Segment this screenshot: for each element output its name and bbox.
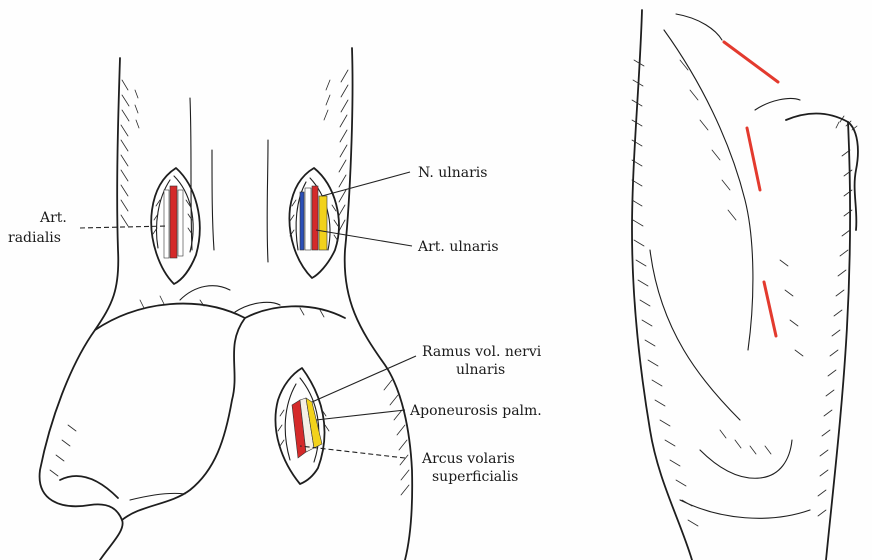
label-arcus-2: superficialis — [432, 469, 518, 485]
thigh-incision-mark-2 — [747, 128, 760, 190]
thigh-drawing — [632, 10, 858, 560]
label-arcus-1: Arcus volaris — [421, 451, 515, 467]
label-ramus-1: Ramus vol. nervi — [422, 344, 542, 360]
label-art-ulnaris: Art. ulnaris — [417, 239, 499, 255]
palmar-incision — [275, 368, 329, 484]
thigh-incision-mark-3 — [764, 282, 776, 336]
label-n-ulnaris: N. ulnaris — [418, 165, 487, 181]
label-art-radialis-1: Art. — [39, 210, 67, 226]
leader-lines — [80, 172, 416, 458]
label-art-radialis-2: radialis — [8, 230, 61, 246]
radial-incision — [151, 168, 200, 284]
ulnar-nerve-vessel — [319, 196, 327, 250]
vein-vessel — [300, 192, 304, 250]
ulnar-incision — [289, 168, 338, 278]
anatomical-labels: Art. radialis N. ulnaris Art. ulnaris Ra… — [8, 165, 542, 485]
radial-artery-vessel — [170, 186, 177, 258]
ulnar-artery-vessel — [312, 186, 318, 250]
label-aponeurosis: Aponeurosis palm. — [409, 403, 542, 419]
thigh-incision-mark-1 — [724, 42, 778, 82]
forearm-hand-drawing — [40, 48, 413, 560]
label-ramus-2: ulnaris — [456, 362, 505, 378]
